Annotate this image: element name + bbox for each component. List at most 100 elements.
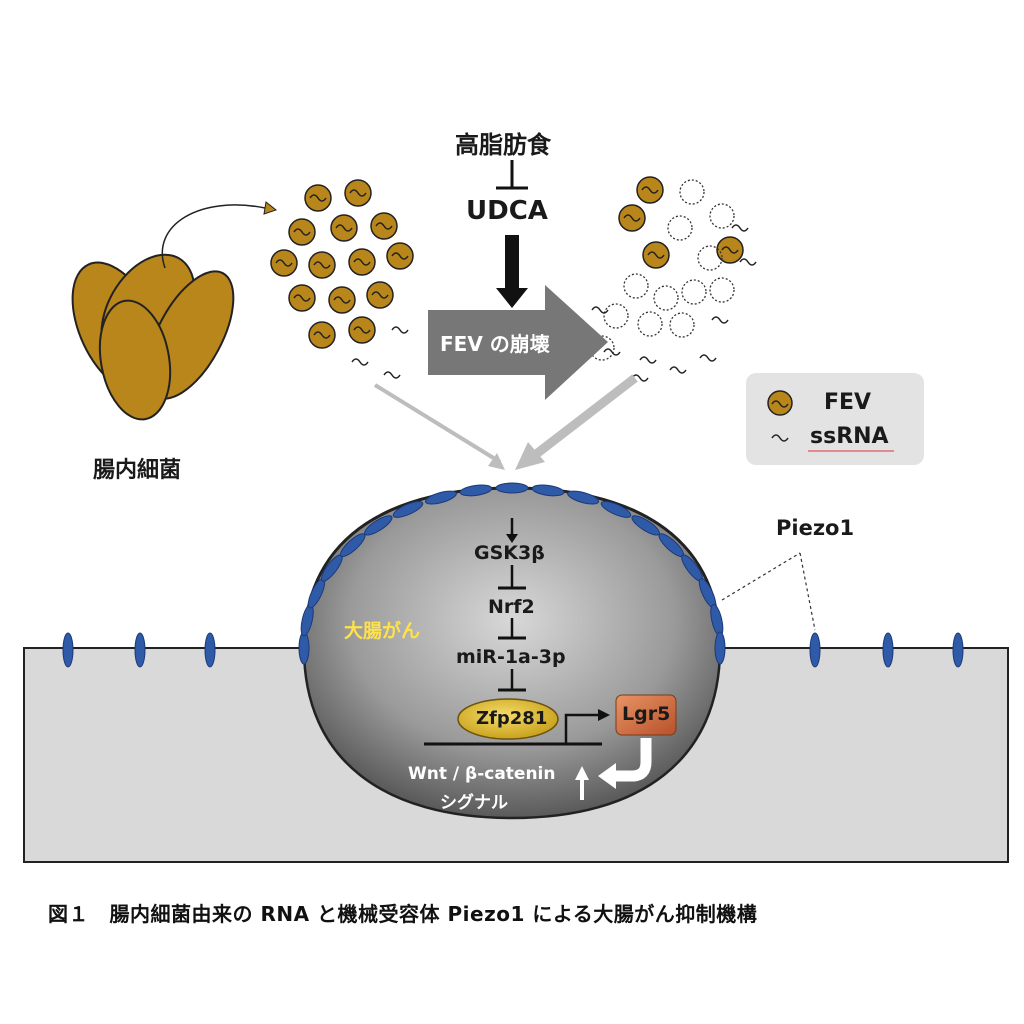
ssrna-squiggle	[391, 326, 409, 334]
zfp281-label: Zfp281	[476, 708, 548, 729]
piezo1-leader-lines	[721, 552, 816, 631]
fev-rna-squiggle	[309, 194, 327, 202]
piezo1-receptor	[134, 632, 146, 668]
fev-rna-squiggle	[293, 294, 311, 302]
piezo1-receptor	[882, 632, 894, 668]
piezo1-label: Piezo1	[776, 516, 855, 540]
fev-rna-squiggle	[293, 228, 311, 236]
lgr5-feedback-arrow	[614, 738, 652, 782]
piezo1-receptor	[364, 515, 393, 536]
ssrna-squiggle	[699, 354, 717, 362]
fev-rna-squiggle	[333, 296, 351, 304]
piezo1-receptor	[459, 484, 493, 497]
fev-rna-squiggle	[313, 261, 331, 269]
legend-ssrna-symbol	[771, 434, 789, 442]
fev-collapsed-vesicle	[637, 311, 663, 337]
fev-rna-squiggle	[335, 224, 353, 232]
fev-collapsed-vesicle	[667, 215, 693, 241]
piezo1-receptor	[531, 484, 565, 497]
lgr5-feedback-arrowhead	[598, 763, 616, 789]
lgr5-label: Lgr5	[622, 703, 671, 725]
fev-collapsed-vesicle	[709, 203, 735, 229]
figure-caption: 図１ 腸内細菌由来の RNA と機械受容体 Piezo1 による大腸がん抑制機構	[48, 902, 758, 926]
udca-arrowhead	[496, 288, 528, 308]
fev-rna-squiggle	[391, 252, 409, 260]
udca-arrow-shaft	[505, 235, 519, 290]
fev-collapsed-vesicle	[679, 179, 705, 205]
fev-collapsed-vesicle	[623, 273, 649, 299]
ssrna-group	[351, 224, 757, 382]
fev-collapsed-vesicle	[697, 245, 723, 271]
ssrna-squiggle	[591, 306, 609, 314]
nrf2-label: Nrf2	[488, 596, 535, 618]
fev-collapse-arrow	[428, 285, 608, 400]
lgr5-box	[615, 694, 677, 736]
piezo1-receptor	[952, 632, 964, 668]
udca-label: UDCA	[466, 196, 548, 226]
piezo1-receptor	[424, 490, 457, 505]
piezo1-receptor	[392, 500, 424, 518]
fev-rna-squiggle	[375, 222, 393, 230]
ssrna-squiggle	[731, 224, 749, 232]
signaling-pathway	[498, 518, 526, 692]
gray-arrowhead-left	[488, 453, 505, 470]
fev-rna-squiggle	[353, 258, 371, 266]
ssrna-squiggle	[603, 348, 621, 356]
signal-label: シグナル	[440, 793, 508, 813]
gray-arrowhead-right	[515, 442, 545, 470]
zfp281-protein	[457, 698, 559, 740]
legend-ssrna-label: ssRNA	[810, 424, 889, 449]
fev-rna-squiggle	[275, 259, 293, 267]
bacteria-label: 腸内細菌	[93, 458, 182, 483]
bacteria-cluster	[71, 253, 235, 421]
ssrna-squiggle	[351, 358, 369, 366]
colorectal-cancer-label: 大腸がん	[344, 620, 421, 642]
piezo1-receptor	[714, 631, 726, 665]
piezo1-receptor	[62, 632, 74, 668]
fev-rna-squiggle	[353, 326, 371, 334]
release-arrow	[161, 204, 266, 269]
piezo1-receptor	[567, 490, 600, 505]
piezo1-receptor	[204, 632, 216, 668]
piezo1-receptor-group	[298, 482, 726, 665]
fev-collapsed-vesicle	[681, 279, 707, 305]
fev-rna-squiggle	[349, 189, 367, 197]
ssrna-squiggle	[383, 371, 401, 379]
fev-collapsed-vesicle	[709, 277, 735, 303]
fev-collapsed-cluster	[589, 176, 744, 361]
piezo1-receptor	[809, 632, 821, 668]
ssrna-squiggle	[669, 366, 687, 374]
fev-rna-squiggle	[721, 246, 739, 254]
mir-label: miR-1a-3p	[456, 646, 566, 668]
gray-arrow-right	[532, 374, 638, 459]
wnt-label: Wnt / β-catenin	[408, 764, 556, 784]
epithelium-receptor-group	[62, 632, 964, 668]
fev-collapse-label: FEV の崩壊	[440, 332, 550, 356]
legend-fev-label: FEV	[824, 390, 872, 415]
fev-rna-squiggle	[623, 214, 641, 222]
fev-rna-squiggle	[647, 251, 665, 259]
fev-collapsed-vesicle	[603, 303, 629, 329]
ssrna-squiggle	[739, 258, 757, 266]
high-fat-diet-label: 高脂肪食	[455, 131, 551, 159]
fev-collapsed-vesicle	[653, 285, 679, 311]
fev-rna-squiggle	[641, 186, 659, 194]
gsk3b-label: GSK3β	[474, 542, 545, 564]
promoter-arrow	[564, 713, 600, 744]
piezo1-receptor	[298, 631, 310, 665]
piezo1-receptor	[495, 482, 529, 494]
legend-fev-squiggle	[771, 400, 789, 408]
fev-intact-cluster	[270, 179, 414, 349]
fev-collapsed-vesicle	[669, 312, 695, 338]
ssrna-squiggle	[711, 316, 729, 324]
fev-rna-squiggle	[371, 291, 389, 299]
release-arrowhead	[263, 201, 278, 215]
wnt-up-arrowhead	[575, 766, 589, 780]
ssrna-squiggle	[639, 356, 657, 364]
promoter-arrowhead	[598, 709, 610, 721]
piezo1-receptor	[600, 500, 632, 518]
fev-rna-squiggle	[313, 331, 331, 339]
ssrna-squiggle	[631, 374, 649, 382]
gray-arrow-left	[373, 383, 502, 464]
